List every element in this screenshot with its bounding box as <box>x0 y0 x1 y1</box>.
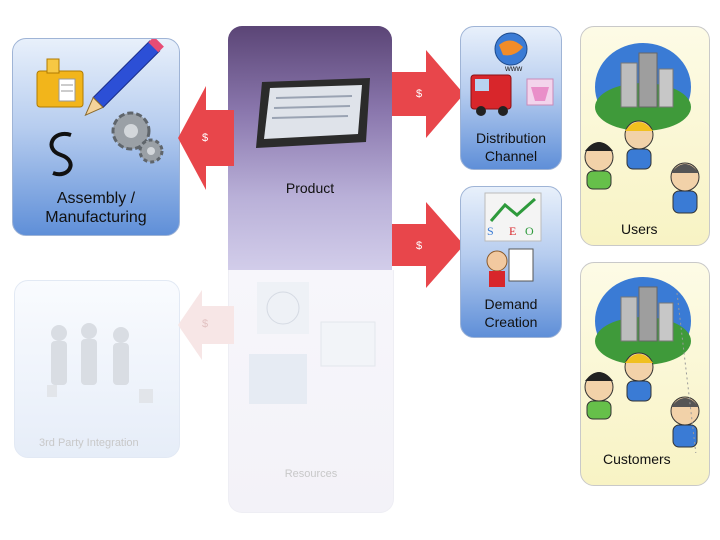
svg-text:S: S <box>487 224 494 238</box>
demand-label-line1: Demand <box>484 296 538 312</box>
dollar-sign: $ <box>202 318 209 330</box>
distribution-icons <box>470 32 554 116</box>
assembly-label-line2: Manufacturing <box>45 209 147 226</box>
demand-label-line2: Creation <box>484 314 538 330</box>
factory-tools-icon <box>36 39 164 177</box>
distribution-channel-panel: www Distribution Channel <box>460 26 562 170</box>
product-label: Product <box>285 180 335 196</box>
arrow-to-distribution: $ <box>392 50 464 138</box>
distribution-label-line2: Channel <box>484 148 538 164</box>
dollar-sign: $ <box>416 88 423 100</box>
arrow-to-demand: $ <box>392 202 464 288</box>
customers-panel: Customers <box>580 262 710 486</box>
resources-label: Resources <box>284 468 338 480</box>
www-text: www <box>505 64 523 73</box>
customers-label: Customers <box>603 451 671 467</box>
resources-images-icon <box>249 282 376 404</box>
svg-text:O: O <box>525 224 534 238</box>
dollar-sign: $ <box>416 240 423 252</box>
users-panel: Users <box>580 26 710 246</box>
users-group-icon <box>584 43 700 214</box>
assembly-manufacturing-panel: Assembly / Manufacturing <box>12 38 180 236</box>
product-panel: Product <box>228 26 392 270</box>
svg-text:E: E <box>509 224 516 238</box>
dollar-sign: $ <box>202 132 209 144</box>
distribution-label-line1: Distribution <box>475 130 547 146</box>
third-party-label: 3rd Party Integration <box>39 437 139 449</box>
arrow-to-assembly: $ <box>178 86 234 190</box>
customers-group-icon <box>584 277 700 453</box>
assembly-label-line1: Assembly / <box>56 190 136 207</box>
demand-creation-panel: S E O Demand Creation <box>460 186 562 338</box>
third-party-integration-panel: 3rd Party Integration <box>14 280 180 458</box>
arrow-to-third-party: $ <box>178 290 234 360</box>
users-label: Users <box>621 221 658 237</box>
tablet-icon <box>256 78 370 148</box>
seo-marketing-icon: S E O <box>484 192 542 287</box>
resources-panel: Resources <box>228 270 394 513</box>
team-people-icon <box>47 323 153 403</box>
